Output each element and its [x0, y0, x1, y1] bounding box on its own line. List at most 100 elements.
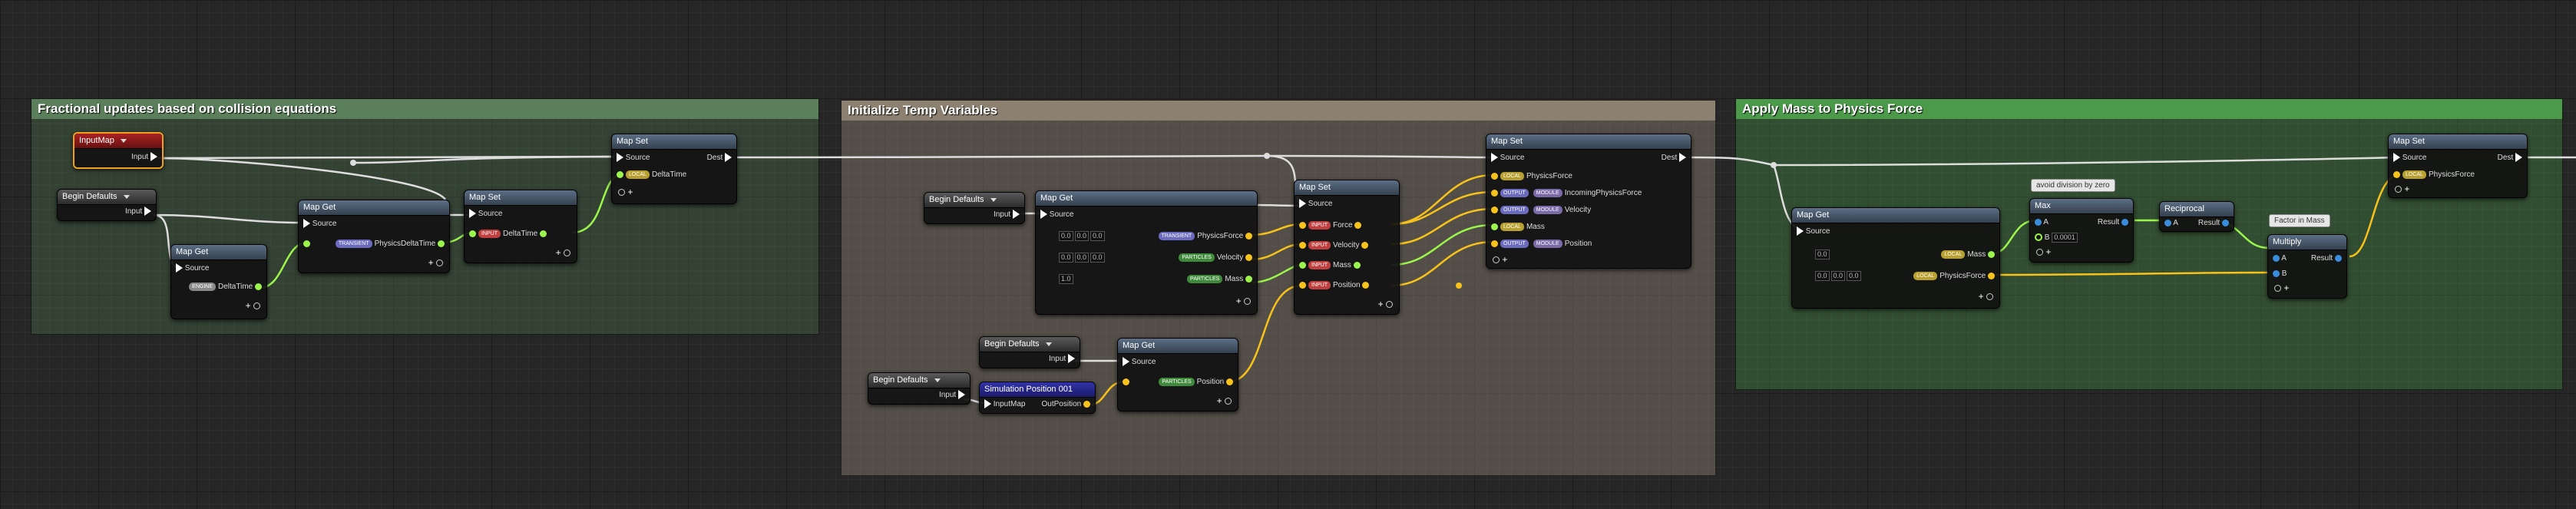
- exec-pin-icon[interactable]: [1299, 199, 1306, 209]
- exec-pin-icon[interactable]: [1679, 153, 1686, 163]
- source-pin[interactable]: Source: [1491, 153, 1524, 164]
- add-pin-button[interactable]: +: [1378, 299, 1393, 309]
- exec-pin-icon[interactable]: [725, 153, 732, 163]
- exec-pin-icon[interactable]: [1797, 226, 1804, 236]
- add-pin-button[interactable]: +: [2395, 183, 2409, 194]
- float-pin-icon[interactable]: [1299, 261, 1306, 269]
- max-node[interactable]: Max A Result B 0.0001 +: [2029, 198, 2134, 263]
- add-pin-button[interactable]: +: [1217, 395, 1232, 406]
- vector-pin-icon[interactable]: [1361, 241, 1369, 249]
- multiply-node[interactable]: Multiply A Result B +: [2267, 234, 2347, 299]
- exec-pin-icon[interactable]: [176, 263, 183, 273]
- begin-defaults-node-1[interactable]: Begin Defaults Input: [57, 189, 157, 221]
- source-pin[interactable]: Source: [1040, 210, 1073, 220]
- source-pin[interactable]: Source: [469, 209, 502, 220]
- vector-pin-icon[interactable]: [1362, 281, 1370, 289]
- mass-default-value[interactable]: 0.0: [1815, 250, 1831, 260]
- vector-pin-icon[interactable]: [1299, 241, 1306, 249]
- vector-pin-icon[interactable]: [1491, 206, 1498, 213]
- vector-pin-icon[interactable]: [1245, 232, 1252, 240]
- float-pin-icon[interactable]: [2164, 219, 2171, 226]
- float-pin-icon[interactable]: [2273, 269, 2280, 277]
- add-pin-button[interactable]: +: [1493, 254, 1507, 265]
- begin-defaults-node-4[interactable]: Begin Defaults Input: [868, 372, 971, 405]
- source-pin[interactable]: Source: [1797, 226, 1830, 237]
- vector-pin-icon[interactable]: [1083, 400, 1090, 408]
- b-value-field[interactable]: 0.0001: [2052, 233, 2078, 243]
- exec-pin-icon[interactable]: [1123, 357, 1129, 367]
- a-input-pin[interactable]: A: [2164, 218, 2178, 229]
- exec-pin-icon[interactable]: [984, 399, 991, 409]
- exec-pin-icon[interactable]: [303, 219, 310, 229]
- float-pin-icon[interactable]: [1245, 275, 1252, 283]
- inputmap-pin[interactable]: InputMap: [984, 399, 1025, 410]
- chevron-down-icon[interactable]: [934, 378, 941, 382]
- a-input-pin[interactable]: A: [2273, 253, 2287, 264]
- add-pin-button[interactable]: +: [246, 300, 260, 311]
- result-output-pin[interactable]: Result: [2198, 218, 2229, 229]
- float-pin-icon[interactable]: [469, 230, 476, 237]
- exec-pin-icon[interactable]: [1040, 210, 1047, 220]
- dest-pin[interactable]: Dest: [2498, 153, 2522, 164]
- dest-pin[interactable]: Dest: [1662, 153, 1686, 164]
- exec-pin-icon[interactable]: [617, 153, 623, 163]
- exec-pin-icon[interactable]: [1068, 354, 1075, 364]
- float-pin-icon[interactable]: [2335, 254, 2342, 262]
- mass-default-value[interactable]: 1.0: [1059, 274, 1075, 285]
- a-input-pin[interactable]: A: [2035, 217, 2049, 228]
- chevron-down-icon[interactable]: [990, 198, 997, 202]
- exec-pin-icon[interactable]: [144, 207, 151, 216]
- add-pin-button[interactable]: +: [2036, 246, 2051, 257]
- begin-defaults-output-pin[interactable]: Input: [939, 390, 965, 401]
- source-pin[interactable]: Source: [1299, 199, 1332, 210]
- float-pin-icon[interactable]: [438, 240, 445, 247]
- chevron-down-icon[interactable]: [123, 195, 130, 199]
- float-pin-icon[interactable]: [1353, 261, 1361, 269]
- begin-defaults-node-3[interactable]: Begin Defaults Input: [979, 336, 1080, 369]
- input-map-output-pin[interactable]: Input: [131, 152, 157, 163]
- vector-pin-icon[interactable]: [1226, 378, 1233, 385]
- vector-pin-icon[interactable]: [1299, 281, 1306, 289]
- add-pin-button[interactable]: +: [1979, 291, 1993, 302]
- chevron-down-icon[interactable]: [1045, 342, 1052, 346]
- vector-pin-icon[interactable]: [1988, 272, 1995, 279]
- source-pin[interactable]: Source: [617, 153, 650, 164]
- float-pin-icon[interactable]: [1491, 223, 1498, 230]
- vector-pin-icon[interactable]: [1491, 240, 1498, 247]
- begin-defaults-node-2[interactable]: Begin Defaults Input: [924, 192, 1025, 224]
- exec-pin-icon[interactable]: [469, 209, 476, 219]
- input-map-node[interactable]: InputMap Input: [73, 132, 164, 169]
- simulation-position-node[interactable]: Simulation Position 001 InputMap OutPosi…: [979, 382, 1096, 414]
- dest-pin[interactable]: Dest: [707, 153, 732, 164]
- float-pin-icon[interactable]: [2222, 219, 2229, 226]
- exec-pin-icon[interactable]: [1491, 153, 1498, 163]
- add-pin-button[interactable]: +: [1236, 296, 1251, 306]
- input-float-pin[interactable]: [303, 239, 310, 250]
